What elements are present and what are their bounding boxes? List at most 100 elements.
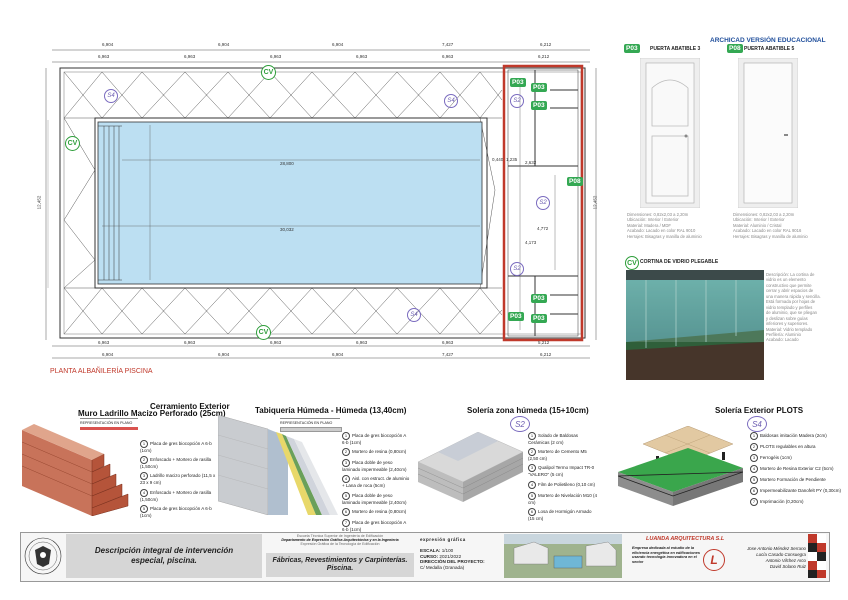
curtain-desc-line: constructivo que permite: [766, 282, 812, 288]
company-logo-letter: L: [710, 553, 718, 567]
dim-right: 12,452: [592, 195, 598, 210]
dim-right-inner-2: 1,235: [506, 157, 518, 162]
curtain-desc-line: cerrar y abrir espacios de: [766, 288, 814, 294]
dim-top-inner-6: 6,212: [538, 54, 550, 59]
dim-right-inner-3: 4,772: [537, 226, 549, 231]
footer-drawing-title-box: Fábricas, Revestimientos y Carpinterías.…: [266, 553, 414, 577]
section3-tag: S2: [510, 416, 530, 432]
dim-bottom-3: 6,904: [332, 352, 344, 357]
section2-plan-label: REPRESENTACIÓN EN PLANO: [280, 421, 333, 425]
door-p08-desc-line: Herrajes: Bisagras y manilla de aluminio: [733, 233, 808, 239]
brand-logo: expresión gráfica: [420, 537, 466, 542]
curtain-desc-line: Perfilería: Aluminio: [766, 331, 801, 337]
dim-bottom-1: 6,904: [102, 352, 114, 357]
tag-p03-5: P03: [508, 312, 524, 321]
tag-cv-left: CV: [65, 136, 80, 151]
dim-top-3: 6,904: [332, 42, 344, 47]
section1-title1: Cerramiento Exterior: [150, 402, 230, 411]
section1-plan-bar: [80, 427, 138, 430]
dim-bottom-4: 7,427: [442, 352, 454, 357]
section1-drawing: [22, 424, 129, 516]
curtain-desc-line: Material: Vidrio templado: [766, 326, 813, 332]
section2-plan-rep: REPRESENTACIÓN EN PLANO: [280, 418, 342, 432]
company-name: LUANDA ARQUITECTURA S.L: [646, 536, 725, 542]
door-p08-desc-line: Acabado: Lacado en color RAL 9016: [733, 228, 802, 234]
author: David Solano Ruiz: [769, 563, 806, 569]
curtain-label: CORTINA DE VIDRIO PLEGABLE: [640, 259, 719, 265]
footer-direccion-label: DIRECCIÓN DEL PROYECTO:: [420, 559, 485, 565]
dim-bottom-inner-1: 6,963: [98, 340, 110, 345]
door-p03-desc-line: Acabado: Lacado en color RAL 9010: [627, 228, 696, 234]
section2-drawing: [218, 415, 338, 515]
door-p03-desc-line: Herrajes: Bisagras y manilla de aluminio: [627, 233, 702, 239]
tag-s2-3: S2: [510, 262, 524, 276]
dim-right-inner-5: 4,173: [525, 240, 537, 245]
section1-plan-rep: REPRESENTACIÓN EN PLANO: [80, 418, 138, 431]
project-render-image: [504, 534, 622, 578]
door-p03-code: P03: [624, 44, 640, 53]
door-p08-image: [738, 58, 798, 208]
dim-right-inner-4: 2,632: [525, 160, 537, 165]
dim-left: 12,452: [36, 195, 42, 210]
dim-top-5: 6,212: [540, 42, 552, 47]
tag-p03-1: P03: [510, 78, 526, 87]
tag-p08: P08: [567, 177, 583, 186]
tag-p03-4: P03: [531, 294, 547, 303]
dim-pool-length: 28,800: [280, 161, 294, 166]
footer-direccion: C/ Medalla (Granada): [420, 565, 465, 571]
curtain-desc-line: de aluminio, que se pliegan: [766, 310, 817, 316]
company-desc: Empresa dedicada al estudio de la eficie…: [632, 546, 700, 565]
company-logo: L: [703, 549, 725, 571]
curtain-desc: Descripción: La cortina de vidrio es un …: [766, 272, 821, 343]
curtain-image: [626, 270, 764, 380]
dim-top-inner-4: 6,963: [356, 54, 368, 59]
door-p03-label: PUERTA ABATIBLE 3: [650, 46, 701, 52]
university-crest-icon: [24, 537, 62, 575]
curtain-desc-line: Acabado: Lacado: [766, 337, 799, 343]
curtain-desc-line: Descripción: La cortina de: [766, 272, 815, 277]
curtain-desc-line: inferiores y superiores.: [766, 321, 809, 327]
section4-tag: S4: [747, 416, 767, 432]
curtain-desc-line: una manera rápida y sencilla.: [766, 293, 821, 299]
dim-bottom-2: 6,904: [218, 352, 230, 357]
footer-curso: CURSO: 2021/2022: [420, 553, 462, 559]
pool-plan: 6,904 6,904 6,904 7,427 6,212 6,963 6,96…: [36, 40, 600, 375]
curtain-desc-line: y deslizan sobre guías: [766, 315, 808, 321]
footer-school-line1: Escuela Técnica Superior de Ingeniería d…: [296, 534, 384, 538]
dim-bottom-inner-2: 6,963: [184, 340, 196, 345]
section4-drawing: [618, 426, 743, 506]
curtain-desc-line: Está formada por hojas de: [766, 299, 816, 305]
dim-top-inner-1: 6,963: [98, 54, 110, 59]
tag-s2-2: S2: [536, 196, 550, 210]
author: Lucía Casado Consuegra: [756, 551, 806, 557]
curtain-desc-line: vidrio templado y perfiles: [766, 304, 813, 310]
tag-s2-1: S2: [510, 94, 524, 108]
plan-drawing: [45, 49, 597, 359]
footer-main-title: Descripción integral de intervención esp…: [94, 545, 234, 565]
dim-top-2: 6,904: [218, 42, 230, 47]
door-p03-desc-line: Ubicación: Interior / Exterior: [627, 217, 679, 223]
section3-drawing: [418, 432, 523, 502]
door-p08-label: PUERTA ABATIBLE 5: [744, 46, 795, 52]
author: Jose Antonio Méndez Serrano: [747, 546, 806, 551]
tag-p03-6: P03: [531, 314, 547, 323]
